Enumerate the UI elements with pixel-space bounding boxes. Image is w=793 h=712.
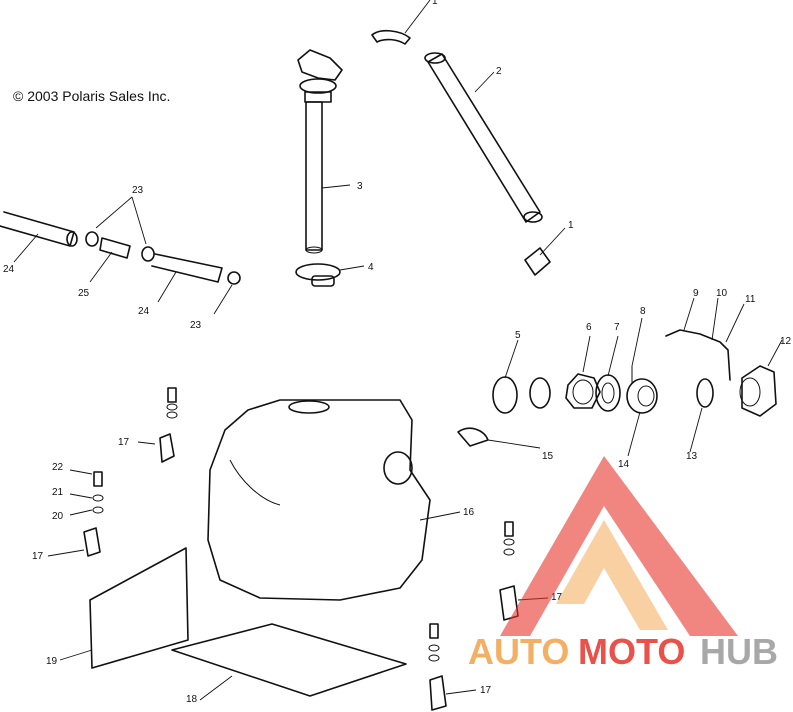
- callout-23-top: 23: [132, 185, 144, 196]
- callout-6: 6: [586, 322, 592, 333]
- callout-17-b: 17: [32, 551, 44, 562]
- callout-17-d: 17: [480, 685, 492, 696]
- callout-19: 19: [46, 656, 58, 667]
- callout-labels: 1 2 3 1 4 23 24 25 24 23 5 6 7 8 9 10 11…: [3, 0, 792, 705]
- fuel-pickup-tube: [297, 49, 351, 254]
- callout-18: 18: [186, 694, 198, 705]
- fuel-tank: [207, 399, 461, 601]
- callout-1-top: 1: [432, 0, 438, 7]
- watermark-moto: MOTO: [578, 631, 685, 672]
- automotohub-watermark: AUTO MOTO HUB: [468, 456, 778, 672]
- watermark-hub: HUB: [700, 631, 778, 672]
- callout-7: 7: [614, 322, 620, 333]
- watermark-auto: AUTO: [468, 631, 569, 672]
- callout-5: 5: [515, 330, 521, 341]
- callout-24-mid: 24: [138, 306, 150, 317]
- watermark-triangle-icon: [500, 456, 738, 636]
- pads: [59, 547, 407, 701]
- callout-16: 16: [463, 507, 475, 518]
- copyright-text: © 2003 Polaris Sales Inc.: [13, 88, 171, 104]
- callout-25: 25: [78, 288, 90, 299]
- callout-13: 13: [686, 451, 698, 462]
- callout-15: 15: [542, 451, 554, 462]
- callout-17-c: 17: [551, 592, 563, 603]
- callout-8: 8: [640, 306, 646, 317]
- clip-lower: [524, 227, 566, 276]
- callout-24-left: 24: [3, 264, 15, 275]
- callout-22: 22: [52, 462, 64, 473]
- callout-3: 3: [357, 181, 363, 192]
- callout-20: 20: [52, 511, 64, 522]
- callout-1: 1: [568, 220, 574, 231]
- callout-23-bottom: 23: [190, 320, 202, 331]
- callout-14: 14: [618, 459, 630, 470]
- filler-neck-assembly: [457, 297, 783, 457]
- callout-17-a: 17: [118, 437, 130, 448]
- hose-assembly-left: [0, 196, 241, 315]
- hose-clamp: [295, 263, 365, 287]
- callout-21: 21: [52, 487, 64, 498]
- callout-12: 12: [780, 336, 792, 347]
- callout-4: 4: [368, 262, 374, 273]
- callout-2: 2: [496, 66, 502, 77]
- clip-top: [371, 0, 431, 45]
- vent-tube: [424, 52, 543, 223]
- callout-11: 11: [745, 294, 756, 305]
- callout-10: 10: [716, 288, 728, 299]
- callout-9: 9: [693, 288, 699, 299]
